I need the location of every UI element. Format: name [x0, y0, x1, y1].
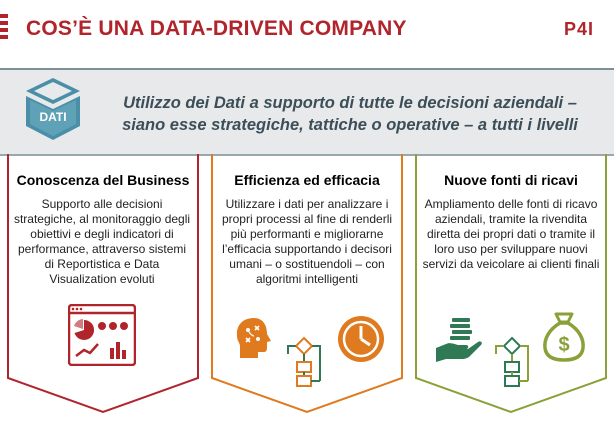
- flowchart-icon: [495, 336, 529, 387]
- svg-text:$: $: [558, 334, 569, 356]
- card-3-title: Nuove fonti di ricavi: [444, 172, 578, 188]
- corner-bars-icon: [0, 14, 8, 39]
- flowchart-icon: [287, 336, 321, 387]
- banner-line-2: siano esse strategiche, tattiche o opera…: [122, 116, 578, 134]
- company-logo: P4I: [564, 19, 595, 39]
- clock-icon: [338, 316, 384, 362]
- banner-top-border: [0, 68, 614, 70]
- hand-coins-icon: [436, 318, 482, 362]
- page-title: COS’È UNA DATA-DRIVEN COMPANY: [26, 17, 407, 40]
- card-2-title: Efficienza ed efficacia: [234, 172, 380, 188]
- dashboard-icon: [68, 304, 136, 366]
- data-cube-icon: [26, 78, 80, 140]
- banner: [0, 68, 614, 156]
- card-1-body: Supporto alle decisioni strategiche, al …: [13, 197, 191, 286]
- card-1-title: Conoscenza del Business: [16, 172, 190, 188]
- banner-statement: Utilizzo dei Dati a supporto di tutte le…: [100, 92, 600, 136]
- banner-bottom-border: [0, 154, 614, 156]
- card-2-body: Utilizzare i dati per analizzare i propr…: [221, 197, 393, 286]
- money-bag-icon: $: [543, 312, 585, 362]
- banner-line-1: Utilizzo dei Dati a supporto di tutte le…: [123, 94, 577, 112]
- card-frames: [7, 154, 607, 414]
- card-3-body: Ampliamento delle fonti di ricavo aziend…: [422, 197, 600, 271]
- head-strategy-icon: [236, 318, 271, 358]
- dati-label: DATI: [39, 110, 67, 124]
